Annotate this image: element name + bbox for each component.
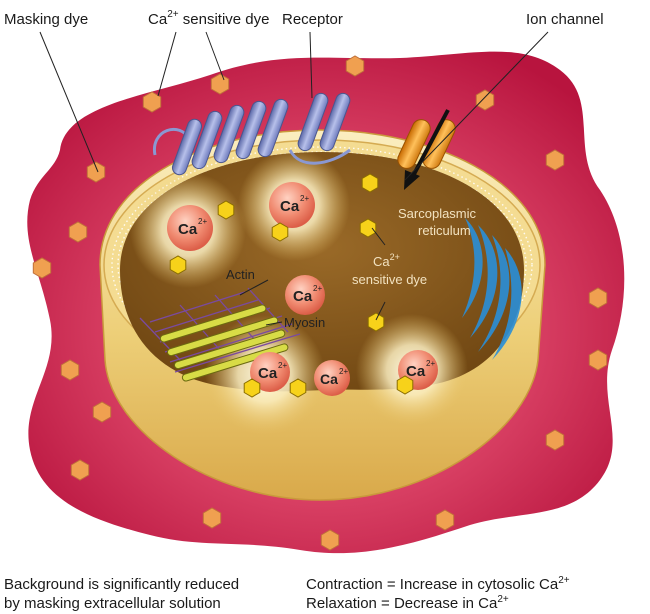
masking-dye-molecules xyxy=(32,55,608,551)
svg-text:Ca: Ca xyxy=(280,198,300,215)
label-masking-dye: Masking dye xyxy=(4,11,88,28)
svg-text:Ca: Ca xyxy=(320,371,338,387)
masking-dye-hexagon xyxy=(435,509,455,531)
masking-dye-hexagon xyxy=(545,429,565,451)
masking-dye-hexagon xyxy=(475,89,495,111)
calcium-dye-hexagon xyxy=(361,173,379,193)
svg-text:2+: 2+ xyxy=(313,284,322,293)
masking-dye-hexagon xyxy=(92,401,112,423)
caption-background-line1: Background is significantly reduced xyxy=(4,576,240,593)
svg-text:Ca: Ca xyxy=(293,288,313,305)
svg-text:2+: 2+ xyxy=(426,359,435,368)
caption-background-line2: by masking extracellular solution xyxy=(4,595,221,612)
masking-dye-hexagon xyxy=(210,73,230,95)
masking-dye-hexagon xyxy=(588,349,608,371)
receptor xyxy=(153,92,351,176)
masking-dye-hexagon xyxy=(588,287,608,309)
masking-dye-hexagon xyxy=(32,257,52,279)
svg-text:Ca: Ca xyxy=(178,221,198,238)
label-inner-ca-dye-line2: sensitive dye xyxy=(352,272,427,287)
caption-relaxation-line: Relaxation = Decrease in Ca2+ xyxy=(306,594,509,613)
cell-diagram: Ca2+ Ca2+ Ca2+ Ca2+ Ca2+ Ca2+ Masking dy… xyxy=(4,9,625,554)
masking-dye-hexagon xyxy=(345,55,365,77)
masking-dye-hexagon xyxy=(320,529,340,551)
label-receptor: Receptor xyxy=(282,11,343,28)
svg-text:2+: 2+ xyxy=(300,194,309,203)
calcium-dye-hexagon xyxy=(396,375,414,395)
calcium-dye-hexagon xyxy=(359,218,377,238)
svg-text:2+: 2+ xyxy=(198,217,207,226)
actin-myosin-filaments xyxy=(139,287,301,382)
label-sarcoplasmic: Sarcoplasmic xyxy=(398,206,477,221)
calcium-dye-hexagon xyxy=(169,255,187,275)
masking-dye-hexagon xyxy=(142,91,162,113)
calcium-dye-hexagon xyxy=(289,378,307,398)
sarcoplasmic-reticulum xyxy=(462,218,522,360)
ion-channel xyxy=(397,119,456,169)
masking-dye-hexagon xyxy=(202,507,222,529)
caption-background: Background is significantly reduced by m… xyxy=(4,575,239,613)
masking-dye-hexagon xyxy=(70,459,90,481)
calcium-dye-hexagon xyxy=(243,378,261,398)
caption-contraction: Contraction = Increase in cytosolic Ca2+… xyxy=(306,575,570,613)
masking-dye-hexagon xyxy=(86,161,106,183)
leader-lines xyxy=(39,31,549,326)
label-reticulum: reticulum xyxy=(418,223,471,238)
masking-dye-hexagon xyxy=(60,359,80,381)
masking-dye-hexagon xyxy=(68,221,88,243)
caption-contraction-line: Contraction = Increase in cytosolic Ca2+ xyxy=(306,575,570,594)
label-ion-channel: Ion channel xyxy=(526,11,604,28)
calcium-dye-hexagon xyxy=(217,200,235,220)
diagram-labels: Masking dye Ca2+ sensitive dye Receptor … xyxy=(4,9,604,330)
masking-dye-hexagon xyxy=(545,149,565,171)
calcium-dye-hexagon xyxy=(367,312,385,332)
label-inner-ca-dye: Ca2+ xyxy=(373,252,400,269)
label-ca-sensitive-dye: Ca2+ sensitive dye xyxy=(148,9,269,28)
calcium-sensitive-dye-molecules xyxy=(169,173,414,398)
svg-text:Ca: Ca xyxy=(406,363,426,380)
calcium-dye-hexagon xyxy=(271,222,289,242)
label-actin: Actin xyxy=(226,267,255,282)
svg-text:Ca: Ca xyxy=(258,365,278,382)
svg-text:2+: 2+ xyxy=(339,367,348,376)
label-myosin: Myosin xyxy=(284,315,325,330)
svg-text:2+: 2+ xyxy=(278,361,287,370)
